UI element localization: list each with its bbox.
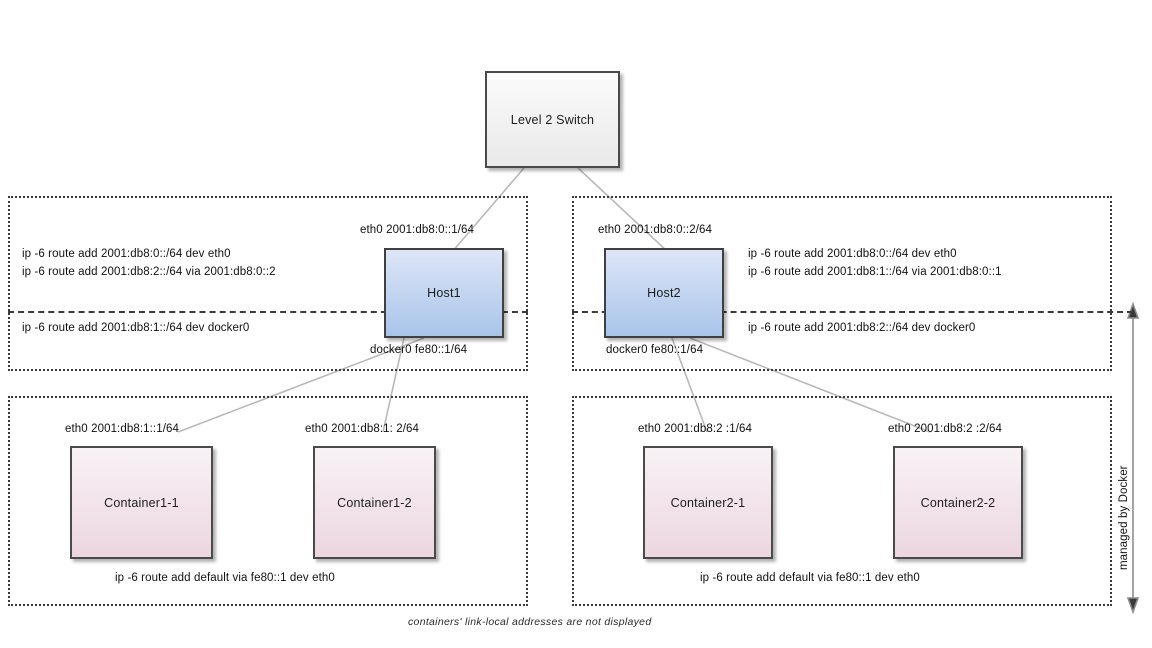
managed-by-docker-label: managed by Docker <box>1118 465 1130 570</box>
container1-2-eth0-label: eth0 2001:db8:1: 2/64 <box>305 423 420 435</box>
container2-2-label: Container2-2 <box>920 495 996 510</box>
host1-route-docker0: ip -6 route add 2001:db8:1::/64 dev dock… <box>22 322 250 334</box>
node-host1[interactable]: Host1 <box>384 248 504 338</box>
host2-eth0-label: eth0 2001:db8:0::2/64 <box>598 224 713 236</box>
host1-route-eth0: ip -6 route add 2001:db8:0::/64 dev eth0 <box>22 248 231 260</box>
container-group-2-frame <box>572 396 1112 606</box>
host2-kernel-boundary <box>572 311 1133 313</box>
host2-label: Host2 <box>647 286 681 300</box>
host2-route-eth0: ip -6 route add 2001:db8:0::/64 dev eth0 <box>748 248 957 260</box>
container1-1-label: Container1-1 <box>104 495 179 510</box>
docker-scope-arrow-head-bottom <box>1126 597 1140 615</box>
host2-route-remote: ip -6 route add 2001:db8:1::/64 via 2001… <box>748 266 1002 278</box>
host2-group-frame <box>572 196 1112 371</box>
node-level2-switch[interactable]: Level 2 Switch <box>485 71 620 168</box>
node-container2-2[interactable]: Container2-2 <box>893 446 1023 559</box>
host2-route-docker0: ip -6 route add 2001:db8:2::/64 dev dock… <box>748 322 976 334</box>
host1-route-remote: ip -6 route add 2001:db8:2::/64 via 2001… <box>22 266 276 278</box>
node-container1-2[interactable]: Container1-2 <box>313 446 436 559</box>
node-host2[interactable]: Host2 <box>604 248 724 338</box>
host2-docker0-label: docker0 fe80::1/64 <box>606 344 704 356</box>
container1-1-eth0-label: eth0 2001:db8:1::1/64 <box>65 423 180 435</box>
container-group-2-default-route: ip -6 route add default via fe80::1 dev … <box>700 572 920 584</box>
node-container2-1[interactable]: Container2-1 <box>643 446 773 559</box>
switch-label: Level 2 Switch <box>510 112 595 127</box>
host1-eth0-label: eth0 2001:db8:0::1/64 <box>360 224 475 236</box>
container2-1-label: Container2-1 <box>670 495 746 510</box>
container1-2-label: Container1-2 <box>337 495 412 510</box>
host1-docker0-label: docker0 fe80::1/64 <box>370 344 468 356</box>
container2-2-eth0-label: eth0 2001:db8:2 :2/64 <box>888 423 1003 435</box>
node-container1-1[interactable]: Container1-1 <box>70 446 213 559</box>
container2-1-eth0-label: eth0 2001:db8:2 :1/64 <box>638 423 753 435</box>
container-group-1-frame <box>8 396 528 606</box>
host1-label: Host1 <box>427 286 461 300</box>
host1-kernel-boundary <box>8 311 528 313</box>
host1-group-frame <box>8 196 528 371</box>
container-group-1-default-route: ip -6 route add default via fe80::1 dev … <box>115 572 335 584</box>
footnote-link-local: containers' link-local addresses are not… <box>408 616 652 628</box>
